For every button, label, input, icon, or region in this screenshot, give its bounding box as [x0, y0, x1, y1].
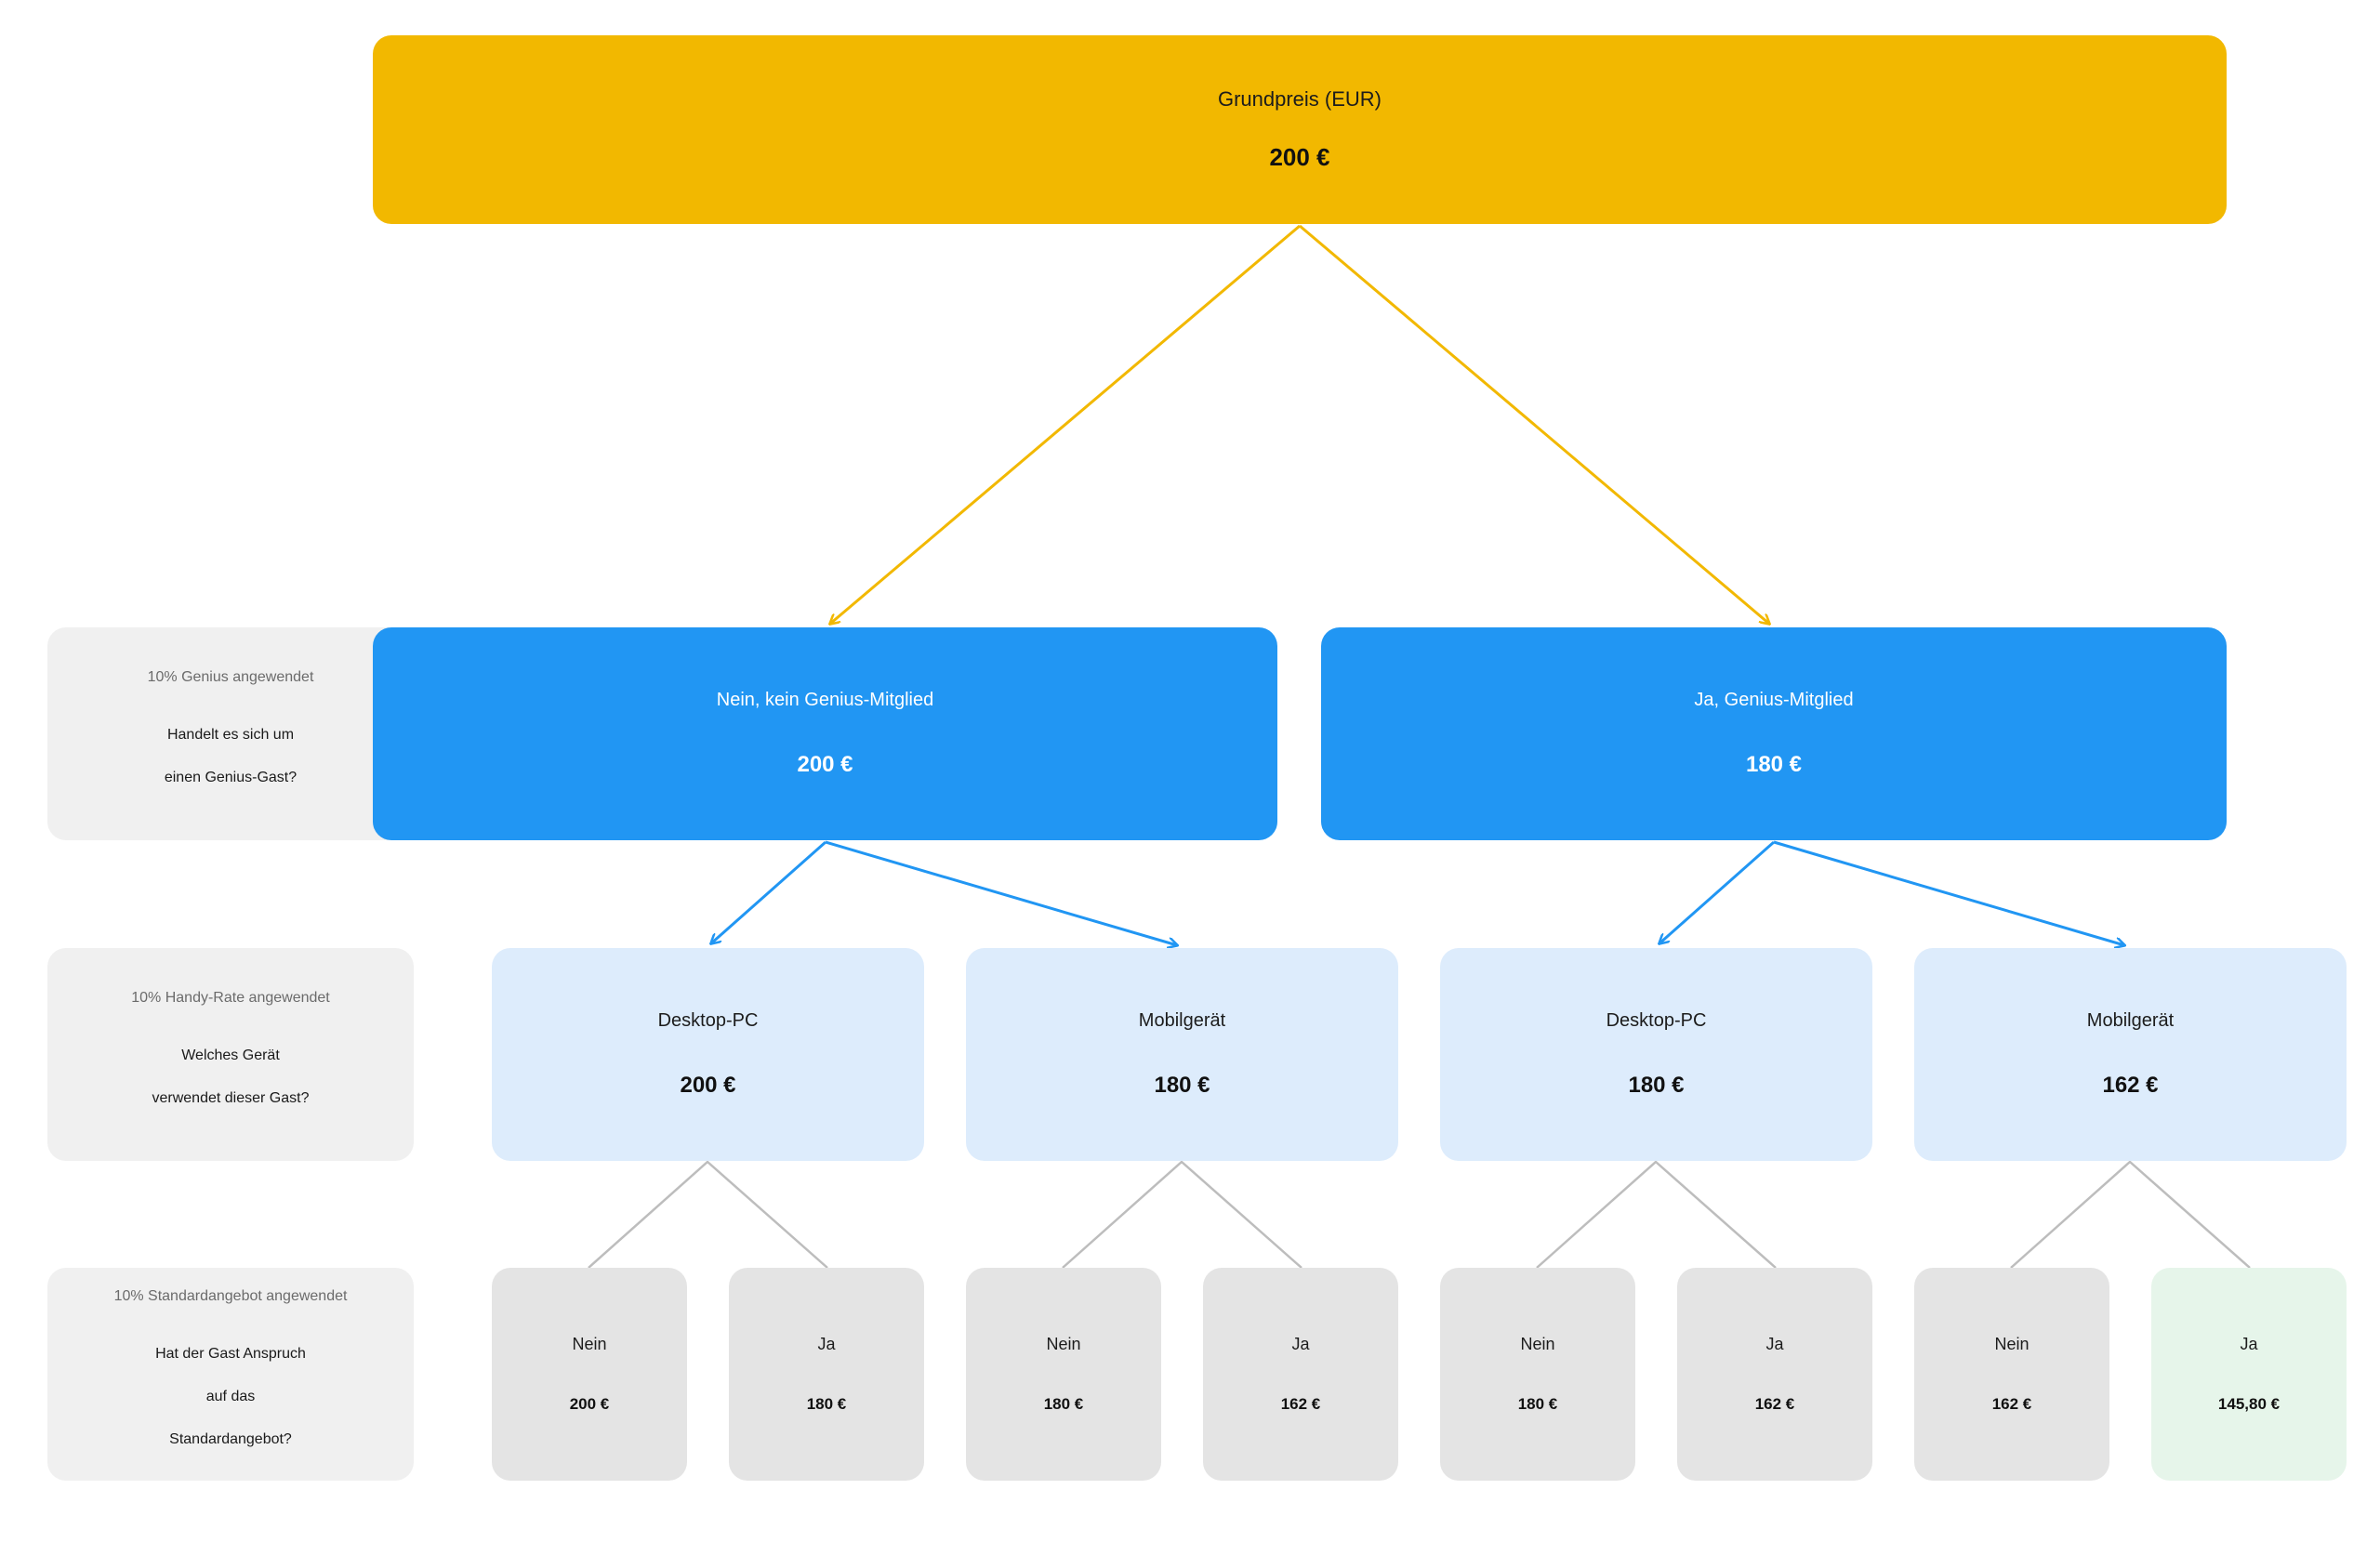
side-note-device: 10% Handy-Rate angewendet Welches Gerät … [47, 948, 414, 1161]
node-label: Desktop-PC [657, 1010, 759, 1031]
node-price: 200 € [680, 1073, 736, 1098]
node-price: 180 € [1628, 1073, 1685, 1098]
side-note-question: auf das [205, 1388, 256, 1404]
leaf-price: 180 € [1517, 1395, 1558, 1413]
node-price: 180 € [1154, 1073, 1210, 1098]
connector-l1a-desktop [711, 840, 826, 943]
leaf-label: Nein [1994, 1335, 2030, 1353]
side-note-question: verwendet dieser Gast? [152, 1089, 310, 1106]
connector-l2-1 [588, 1160, 828, 1269]
leaf-label: Nein [1520, 1335, 1555, 1353]
leaf-label: Nein [572, 1335, 607, 1353]
leaf-no: Nein 180 € [966, 1268, 1161, 1481]
side-note-hint: 10% Genius angewendet [147, 668, 314, 685]
level2-connectors [588, 1160, 2251, 1269]
leaf-price: 180 € [1043, 1395, 1084, 1413]
side-note-question: Hat der Gast Anspruch [155, 1345, 306, 1362]
connector-l1b-desktop [1659, 840, 1775, 943]
node-desktop: Desktop-PC 180 € [1440, 948, 1872, 1161]
node-price: 180 € [1745, 752, 1803, 777]
leaf-yes: Ja 180 € [729, 1268, 924, 1481]
side-note-question: Welches Gerät [181, 1047, 280, 1063]
side-note-question: einen Genius-Gast? [164, 769, 298, 785]
node-label: Nein, kein Genius-Mitglied [716, 690, 934, 710]
connector-l1a-mobile [825, 840, 1177, 945]
connector-l1b-mobile [1773, 840, 2124, 945]
base-price-label: Grundpreis (EUR) [1217, 87, 1382, 111]
leaf-price: 200 € [569, 1395, 610, 1413]
leaf-no: Nein 162 € [1914, 1268, 2109, 1481]
node-price: 162 € [2102, 1073, 2159, 1098]
connector-root-right [1299, 224, 1769, 624]
node-label: Ja, Genius-Mitglied [1694, 690, 1854, 710]
leaf-yes: Ja 162 € [1203, 1268, 1398, 1481]
leaf-yes: Ja 162 € [1677, 1268, 1872, 1481]
node-label: Mobilgerät [1138, 1010, 1226, 1031]
side-note-genius: 10% Genius angewendet Handelt es sich um… [47, 627, 414, 840]
side-note-hint: 10% Handy-Rate angewendet [131, 989, 330, 1006]
leaf-no: Nein 200 € [492, 1268, 687, 1481]
leaf-label: Ja [1765, 1335, 1784, 1353]
leaf-price: 145,80 € [2217, 1395, 2281, 1413]
leaf-price: 162 € [1991, 1395, 2032, 1413]
level1-connectors [711, 840, 2124, 945]
node-desktop: Desktop-PC 200 € [492, 948, 924, 1161]
node-genius: Ja, Genius-Mitglied 180 € [1321, 627, 2227, 840]
node-label: Mobilgerät [2086, 1010, 2175, 1031]
leaf-label: Ja [1291, 1335, 1310, 1353]
leaf-price: 180 € [806, 1395, 847, 1413]
node-no-genius: Nein, kein Genius-Mitglied 200 € [373, 627, 1277, 840]
leaf-yes-final-price: Ja 145,80 € [2151, 1268, 2347, 1481]
connector-l2-4 [2010, 1160, 2251, 1269]
base-price-box: Grundpreis (EUR) 200 € [373, 35, 2227, 224]
side-note-question: Standardangebot? [169, 1430, 292, 1447]
base-price-value: 200 € [1269, 143, 1330, 171]
node-mobile: Mobilgerät 180 € [966, 948, 1398, 1161]
side-note-hint: 10% Standardangebot angewendet [113, 1287, 348, 1304]
leaf-price: 162 € [1754, 1395, 1795, 1413]
leaf-label: Nein [1046, 1335, 1081, 1353]
node-mobile: Mobilgerät 162 € [1914, 948, 2347, 1161]
connector-root-left [830, 224, 1301, 624]
leaf-no: Nein 180 € [1440, 1268, 1635, 1481]
node-price: 200 € [797, 752, 853, 777]
leaf-label: Ja [817, 1335, 836, 1353]
connector-l2-3 [1536, 1160, 1777, 1269]
node-label: Desktop-PC [1606, 1010, 1707, 1031]
connector-l2-2 [1062, 1160, 1302, 1269]
root-connectors [830, 224, 1769, 624]
side-note-question: Handelt es sich um [166, 726, 295, 743]
leaf-price: 162 € [1280, 1395, 1321, 1413]
leaf-label: Ja [2240, 1335, 2258, 1353]
side-note-standard-offer: 10% Standardangebot angewendet Hat der G… [47, 1268, 414, 1481]
